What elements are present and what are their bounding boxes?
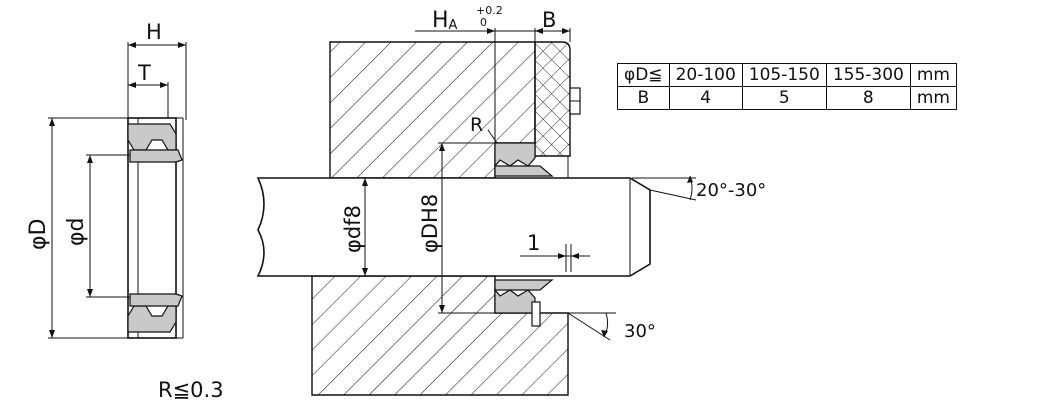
label-phi-d-inner: φd <box>64 218 89 246</box>
label-gap: 1 <box>527 231 540 255</box>
label-shaft-dia: φdf8 <box>341 205 365 253</box>
installation-view: HA +0.2 0 B R φdf8 φDH8 1 20 <box>256 4 766 396</box>
table-cell: φD≦ <box>617 63 670 87</box>
label-r: R <box>470 114 483 136</box>
label-bore-dia: φDH8 <box>418 194 442 253</box>
label-ha: HA <box>432 8 458 33</box>
table-cell: B <box>617 86 670 110</box>
table-cell: 105-150 <box>741 63 827 87</box>
table-cell: 8 <box>825 86 911 110</box>
label-tol-upper: +0.2 <box>476 4 503 17</box>
table-cell: 20-100 <box>668 63 743 87</box>
table-cell: mm <box>909 86 957 110</box>
label-chamfer-bore: 30° <box>624 321 656 342</box>
label-b: B <box>542 8 556 32</box>
spec-table: φD≦ 20-100 105-150 155-300 mm B 4 5 8 mm <box>617 63 957 110</box>
radius-note: R≦0.3 <box>158 378 224 402</box>
table-row: B 4 5 8 mm <box>617 86 957 110</box>
table-cell: mm <box>909 63 957 87</box>
label-phi-d-outer: φD <box>26 219 51 250</box>
label-tol-lower: 0 <box>480 16 487 29</box>
seal-section-view: H T φD φd <box>26 20 187 339</box>
table-cell: 5 <box>741 86 827 110</box>
table-cell: 155-300 <box>825 63 911 87</box>
table-row: φD≦ 20-100 105-150 155-300 mm <box>617 63 957 87</box>
label-h: H <box>146 20 162 44</box>
table-cell: 4 <box>668 86 743 110</box>
label-t: T <box>137 61 151 85</box>
label-chamfer-shaft: 20°-30° <box>696 180 766 201</box>
